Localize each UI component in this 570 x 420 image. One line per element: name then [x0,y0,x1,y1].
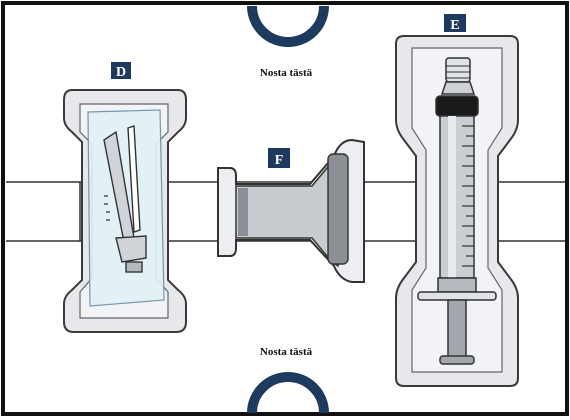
syringe-barrel [439,115,475,279]
bottom-lift-notch[interactable] [247,372,329,414]
syringe-stopper [435,95,479,117]
safety-needle [103,125,147,273]
syringe-barrel-end [437,277,477,293]
syringe-finger-flange [417,291,497,301]
needle-tray[interactable]: D [63,62,187,333]
label-f: F [275,153,284,168]
adapter-rim [327,153,349,265]
lift-caption-top: Nosta tästä [260,67,313,79]
syringe-scale [462,125,474,267]
syringe [417,57,497,365]
syringe-plunger-rod [447,299,467,359]
top-lift-notch[interactable] [247,5,329,47]
lift-caption-bottom: Nosta tästä [260,346,313,358]
label-e: E [450,18,459,33]
syringe-plunger-head [439,355,475,365]
label-f-badge [268,148,290,168]
adapter-tip [238,188,248,236]
label-e-badge [444,14,466,32]
label-d: D [116,65,126,80]
syringe-tray[interactable]: E [395,14,519,387]
adapter-tray[interactable]: F [217,138,365,283]
vial-adapter-body [235,156,339,268]
label-d-badge [111,62,131,79]
